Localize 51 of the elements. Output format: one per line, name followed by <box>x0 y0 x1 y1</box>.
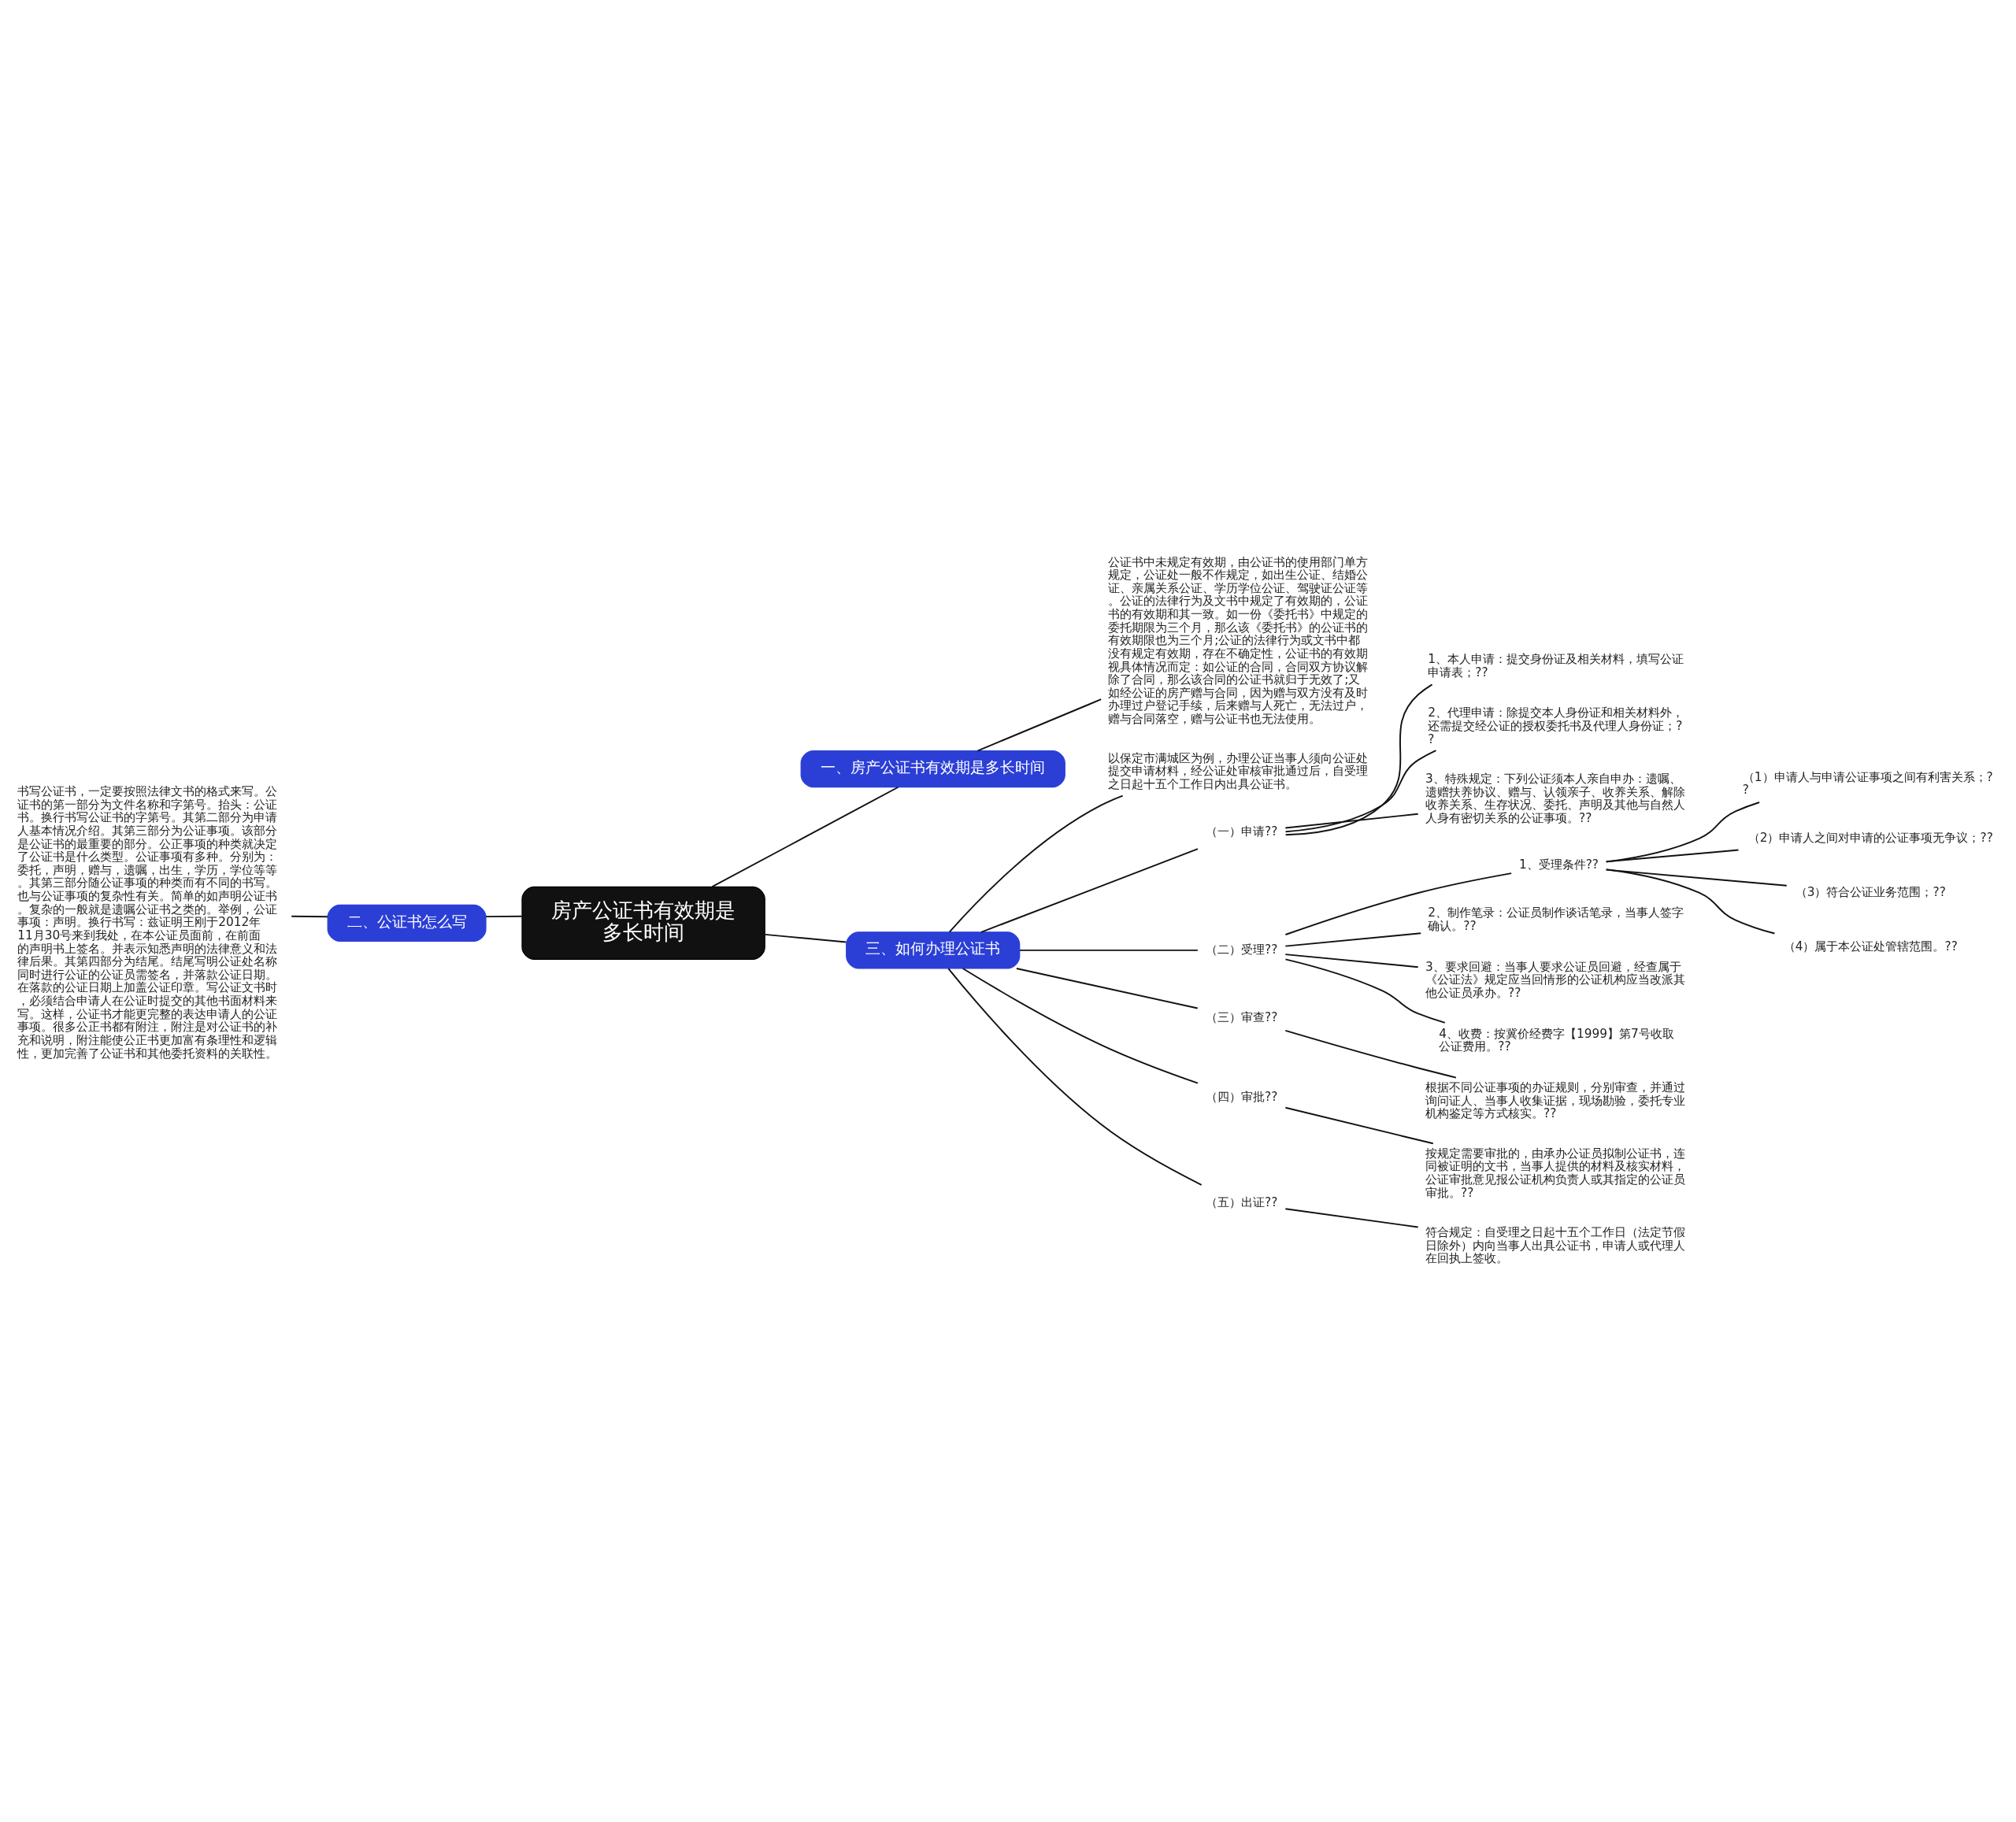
node-text: 1、本人申请：提交身份证及相关材料，填写公证申请表；?? <box>1428 651 1684 680</box>
node-text: （五）出证?? <box>1206 1194 1278 1209</box>
node-box: 房产公证书有效期是多长时间 <box>521 886 765 961</box>
connector <box>962 968 1199 1084</box>
node-text: 4、收费：按冀价经费字【1999】第7号收取公证费用。?? <box>1439 1026 1674 1054</box>
connector <box>764 933 847 943</box>
node-box: 二、公证书怎么写 <box>327 904 487 942</box>
connector <box>485 915 523 918</box>
node-text: 3、特殊规定：下列公证须本人亲自申办：遗嘱、遗赠扶养协议、赠与、认领亲子、收养关系、解除收养关系、生存状况、委托、声明及其他与自然人人身有密切关系的公证事项。?? <box>1425 772 1686 825</box>
connector <box>947 968 1203 1186</box>
node-text: （2）申请人之间对申请的公证事项无争议；?? <box>1747 830 1993 845</box>
connector <box>1284 1029 1457 1079</box>
node-text: 根据不同公证事项的办证规则，分别审查，并通过询问证人、当事人收集证据，现场勘验，委托专业机构鉴定等方式核实。?? <box>1425 1080 1686 1121</box>
node-text: （4）属于本公证处管辖范围。?? <box>1783 939 1958 954</box>
connector <box>1019 949 1199 951</box>
connector <box>1284 1208 1419 1228</box>
connector <box>976 698 1102 752</box>
node-text: 1、受理条件?? <box>1518 857 1599 872</box>
connector <box>1605 868 1776 935</box>
connector <box>1284 872 1513 935</box>
node-text: （四）审批?? <box>1206 1089 1278 1104</box>
node-text: （一）申请?? <box>1206 824 1278 839</box>
node-text: （二）受理?? <box>1206 942 1278 957</box>
connector <box>1605 849 1740 863</box>
connector <box>1284 932 1422 947</box>
node-text: 2、代理申请：除提交本人身份证和相关材料外，还需提交经公证的授权委托书及代理人身份证；?? <box>1428 705 1684 746</box>
connector <box>1284 1106 1434 1145</box>
connector <box>1284 683 1433 836</box>
node-text: （1）申请人与申请公证事项之间有利害关系；?? <box>1742 769 1993 798</box>
node-text: 按规定需要审批的，由承办公证员拟制公证书，连同被证明的文书，当事人提供的材料及核实材料，公证审批意见报公证机构负责人或其指定的公证员审批。?? <box>1425 1146 1686 1200</box>
node-text: （3）符合公证业务范围；?? <box>1795 884 1946 899</box>
connector <box>1284 813 1419 829</box>
node-text: 3、要求回避：当事人要求公证员回避，经查属于《公证法》规定应当回情形的公证机构应当改派其他公证员承办。?? <box>1425 959 1686 1000</box>
connector <box>980 848 1199 933</box>
node-text: （三）审查?? <box>1206 1009 1278 1024</box>
node-text: 书写公证书，一定要按照法律文书的格式来写。公证书的第一部分为文件名称和字第号。抬头：公证书。换行书写公证书的字第号。其第二部分为申请人基本情况介绍。其第三部分为公证事项。该部分是公证书的最重要的部分。公正事项的种类就决定了公证书是什么类型。公证事项有多种。分别为：委托，声明，赠与，遗嘱，出生，学历，学位等等。其第三部分随公证事项的种类而有不同的书写。也与公证事项的复杂性有关。简单的如声明公证书。复杂的一般就是遗嘱公证书之类的。举例，公证事项：声明。换行书写：兹证明王刚于2012年11月30号来到我处，在本公证员面前，在前面的声明书上签名。并表示知悉声明的法律意义和法律后果。其第四部分为结尾。结尾写明公证处名称同时进行公证的公证员需签名，并落款公证日期。在落款的公证日期上加盖公证印章。写公证文书时，必须结合申请人在公证时提交的其他书面材料来写。这样，公证书才能更完整的表达申请人的公证事项。很多公正书都有附注，附注是对公证书的补充和说明，附注能使公正书更加富有条理性和逻辑性，更加完善了公证书和其他委托资料的关联性。 <box>17 784 278 1061</box>
connector <box>1284 750 1437 833</box>
node-text: 符合规定：自受理之日起十五个工作日（法定节假日除外）内向当事人出具公证书，申请人或代理人在回执上签收。 <box>1425 1225 1686 1266</box>
node-box: 一、房产公证书有效期是多长时间 <box>800 750 1065 788</box>
connector <box>1605 868 1788 887</box>
node-text: 2、制作笔录：公证员制作谈话笔录，当事人签字确认。?? <box>1428 905 1684 933</box>
connector <box>1284 958 1446 1024</box>
connector <box>291 915 328 918</box>
connector <box>1605 802 1761 863</box>
connector <box>711 786 899 888</box>
node-text: 以保定市满城区为例，办理公证当事人须向公证处提交申请材料，经公证处审核审批通过后，自受理之日起十五个工作日内出具公证书。 <box>1108 750 1369 792</box>
node-box: 三、如何办理公证书 <box>846 931 1021 969</box>
node-text: 公证书中未规定有效期，由公证书的使用部门单方规定，公证处一般不作规定，如出生公证、结婚公证、亲属关系公证、学历学位公证、驾驶证公证等。公证的法律行为及文书中规定了有效期的，公证书的有效期和其一致。如一份《委托书》中规定的委托期限为三个月，那么该《委托书》的公证书的有效期限也为三个月;公证的法律行为或文书中都没有规定有效期，存在不确定性，公证书的有效期视具体情况而定：如公证的合同，合同双方协议解除了合同，那么该合同的公证书就归于无效了;又如经公证的房产赠与合同，因为赠与双方没有及时办理过户登记手续，后来赠与人死亡，无法过户，赠与合同落空，赠与公证书也无法使用。 <box>1108 554 1369 726</box>
connector <box>1015 968 1199 1009</box>
connector <box>1284 954 1419 968</box>
connector <box>948 794 1124 933</box>
